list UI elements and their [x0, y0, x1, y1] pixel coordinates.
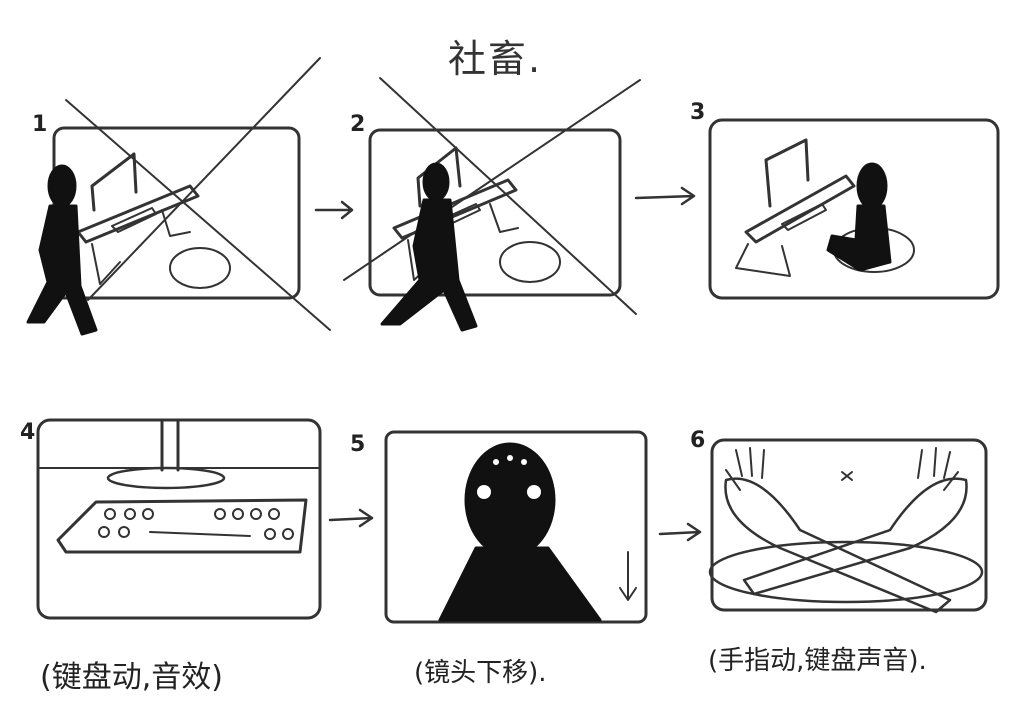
head-details: [477, 455, 541, 499]
panel-number-4: 4: [20, 420, 36, 445]
panel-1: [52, 57, 331, 331]
floor-cushion: [169, 247, 231, 289]
panel-2-frame: [368, 128, 622, 297]
walking-person-1: [26, 164, 98, 336]
downward-arrow: [619, 551, 637, 601]
panel-2-cross-line: [343, 79, 641, 281]
monitor: [90, 152, 138, 212]
panel-1-cross-line: [65, 99, 331, 331]
center-mark: [841, 471, 853, 481]
storyboard-title: 社畜.: [448, 37, 543, 81]
panel-number-3: 3: [690, 100, 706, 125]
panel-number-1: 1: [32, 112, 48, 137]
desk-leg: [161, 209, 191, 237]
panel-number-2: 2: [350, 112, 366, 137]
monitor-base: [106, 466, 226, 490]
desk: [744, 174, 856, 244]
panel-number-6: 6: [690, 428, 706, 453]
panel-5-caption: (镜头下移).: [414, 658, 547, 688]
arrow-2: [634, 186, 696, 206]
keyboard-keys: [98, 508, 294, 540]
panel-4: [36, 418, 322, 620]
head-closeup-5: [438, 442, 602, 622]
keyboard: [781, 203, 827, 231]
panel-2: [343, 77, 641, 315]
arrow-4: [658, 522, 702, 542]
desk: [392, 178, 518, 240]
desk-leg: [489, 203, 519, 233]
panel-3: [708, 118, 1000, 300]
panel-5-frame: [384, 430, 648, 624]
leg-right: [742, 477, 968, 596]
keyboard-closeup: [56, 498, 308, 554]
floor-cushion: [499, 241, 561, 283]
leg-left: [724, 477, 952, 614]
panel-6-frame: [710, 438, 988, 612]
panel-6-caption: (手指动,键盘声音).: [708, 646, 927, 676]
panel-5: [384, 430, 648, 624]
cushion: [708, 540, 984, 604]
right-hand-fingers: [917, 447, 959, 491]
panel-3-frame: [708, 118, 1000, 300]
panel-1-frame: [52, 126, 301, 300]
panel-2-cross-line: [379, 77, 637, 315]
panel-1-cross-line: [87, 57, 321, 301]
panel-6: [708, 438, 988, 614]
desk: [76, 184, 200, 244]
keyboard: [111, 207, 157, 233]
desk-leg: [91, 243, 121, 285]
walking-person-2: [380, 162, 478, 332]
panel-4-caption: (键盘动,音效): [40, 660, 223, 695]
panel-number-5: 5: [350, 432, 366, 457]
arrow-1: [314, 200, 354, 220]
sitting-person-3: [826, 162, 892, 272]
desk-leg: [735, 243, 791, 277]
monitor: [764, 138, 810, 208]
left-hand-fingers: [725, 447, 765, 491]
arrow-3: [328, 508, 374, 528]
